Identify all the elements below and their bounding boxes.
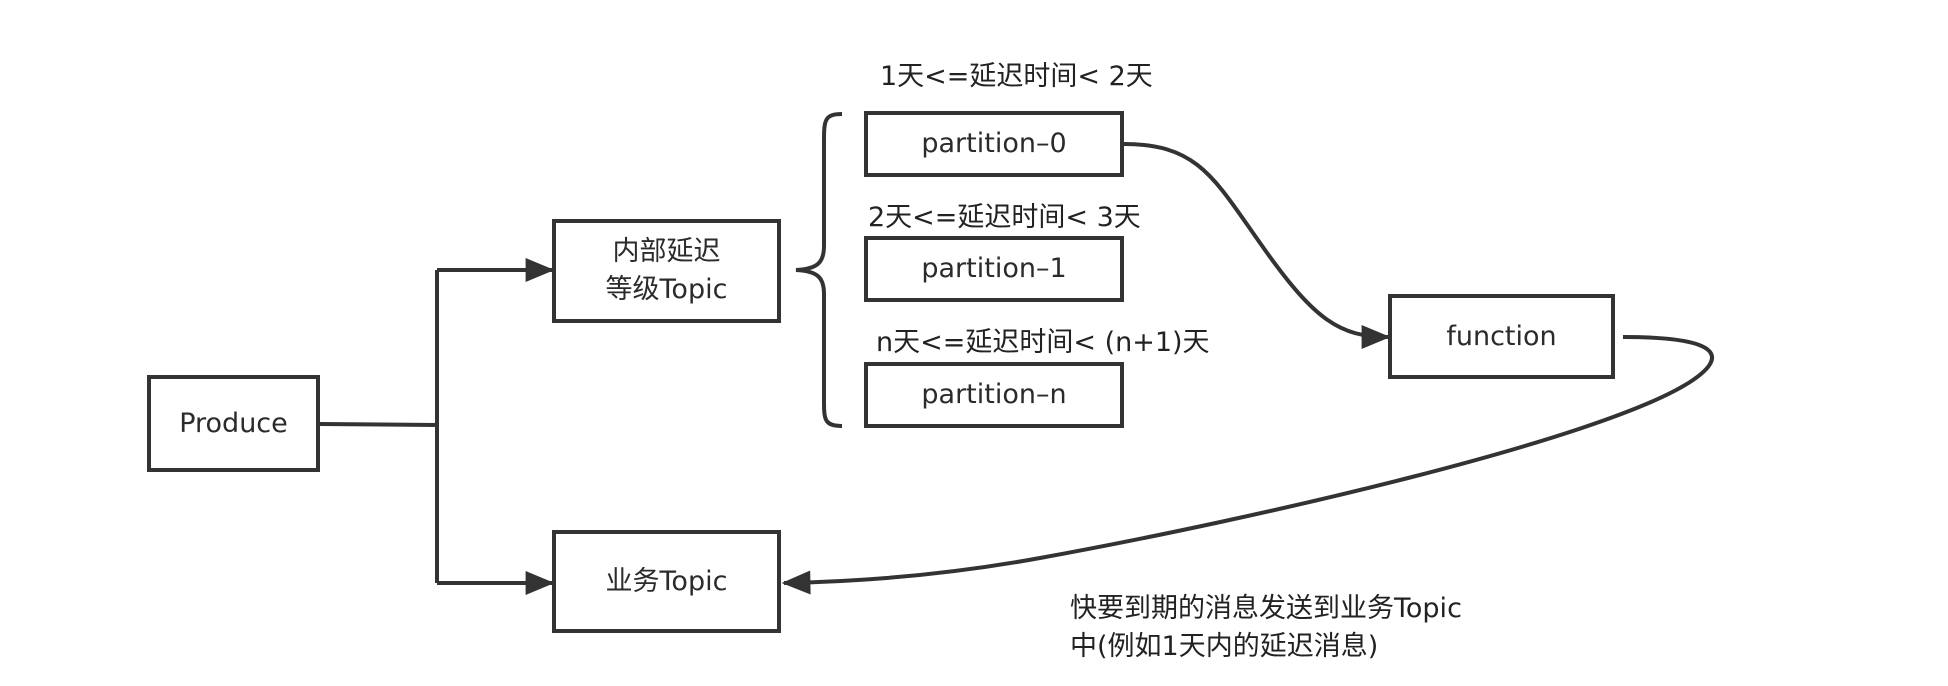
function-label: function xyxy=(1446,320,1557,352)
expiry-note: 快要到期的消息发送到业务Topic 中(例如1天内的延迟消息) xyxy=(1070,590,1462,666)
partition-0-node[interactable]: partition–0 xyxy=(864,111,1124,177)
business-topic-node[interactable]: 业务Topic xyxy=(552,530,781,633)
expiry-note-line1: 快要到期的消息发送到业务Topic xyxy=(1070,593,1462,624)
partition-n-label: partition–n xyxy=(921,379,1067,410)
partition-1-label: partition–1 xyxy=(921,253,1067,284)
expiry-note-line2: 中(例如1天内的延迟消息) xyxy=(1070,631,1379,662)
function-node[interactable]: function xyxy=(1388,294,1615,379)
partition-brace xyxy=(795,112,843,428)
produce-label: Produce xyxy=(179,407,288,439)
produce-node[interactable]: Produce xyxy=(147,375,320,472)
internal-topic-label-line2: 等级Topic xyxy=(605,274,728,305)
internal-delay-topic-node[interactable]: 内部延迟 等级Topic xyxy=(552,219,781,323)
business-topic-label: 业务Topic xyxy=(605,565,728,597)
partition-0-label: partition–0 xyxy=(921,128,1067,159)
partition0-to-function-curve xyxy=(1123,142,1391,349)
internal-topic-label-line1: 内部延迟 xyxy=(612,236,721,267)
produce-to-split-line xyxy=(319,422,438,427)
partition-0-range-label: 1天<=延迟时间< 2天 xyxy=(880,61,1153,92)
partition-n-node[interactable]: partition–n xyxy=(864,362,1124,428)
function-to-business-curve xyxy=(781,335,1714,595)
partition-1-range-label: 2天<=延迟时间< 3天 xyxy=(868,202,1141,233)
partition-1-node[interactable]: partition–1 xyxy=(864,236,1124,302)
partition-n-range-label: n天<=延迟时间< (n+1)天 xyxy=(876,327,1210,358)
